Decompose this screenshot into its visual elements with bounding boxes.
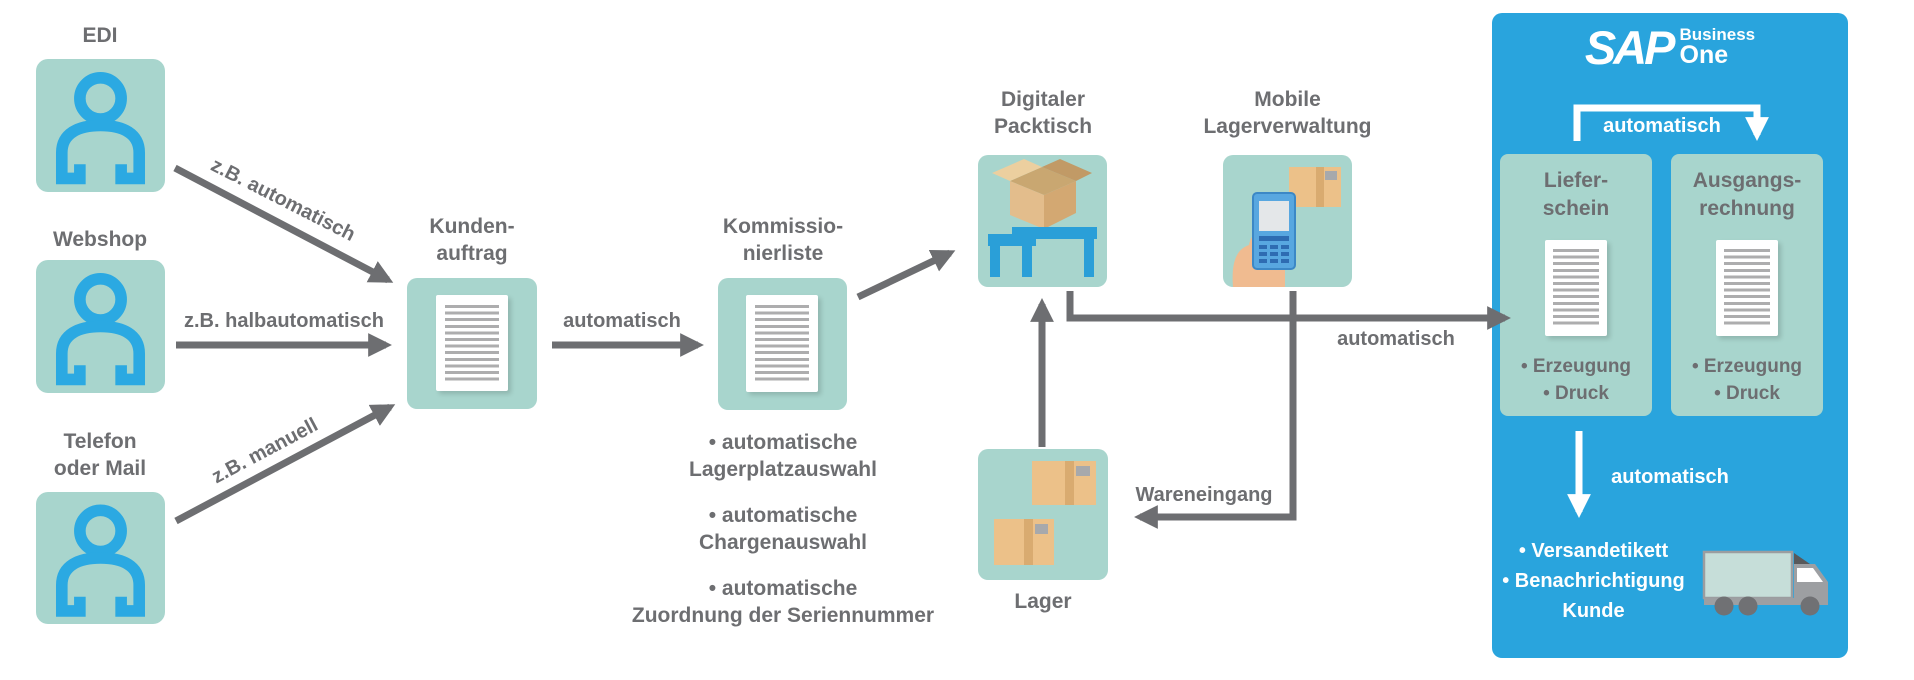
- kommissionierliste-tile: [718, 278, 847, 410]
- arrow-telefon-to-kundenauftrag: [174, 403, 396, 525]
- package-icon: [994, 519, 1054, 565]
- webshop-tile: [36, 260, 165, 393]
- document-lines: [445, 305, 499, 381]
- kundenauftrag-label: Kunden- auftrag: [429, 215, 515, 265]
- person-icon: [55, 272, 146, 386]
- document-icon: [1545, 240, 1607, 336]
- person-icon: [55, 71, 146, 185]
- arrow-label-kunden-komm: automatisch: [563, 310, 681, 332]
- document-icon: [1716, 240, 1778, 336]
- packtisch-label: Digitaler Packtisch: [993, 88, 1093, 138]
- person-icon: [55, 504, 146, 617]
- package-icon: [1289, 167, 1341, 207]
- lieferschein-bullet-erzeugung: • Erzeugung: [1520, 356, 1632, 377]
- document-lines: [1553, 249, 1599, 327]
- komm-bullet-seriennummer: • automatische Zuordnung der Seriennumme…: [631, 577, 935, 627]
- truck-icon: [1702, 550, 1828, 616]
- lieferschein-title: Liefer- schein: [1542, 169, 1610, 220]
- logo-business-text: Business: [1679, 25, 1756, 44]
- mobile-lager-tile: [1223, 155, 1352, 287]
- package-icon: [1032, 461, 1096, 505]
- kommissionierliste-label: Kommissio- nierliste: [722, 215, 844, 265]
- arrow-label-webshop: z.B. halbautomatisch: [183, 310, 385, 332]
- arrow-label-to-sap: automatisch: [1337, 328, 1455, 350]
- document-icon: [436, 295, 508, 391]
- arrow-label-edi: z.B. automatisch: [207, 154, 359, 246]
- lieferschein-bullet-druck: • Druck: [1543, 383, 1609, 404]
- warehouse-boxes-icon: [994, 461, 1096, 565]
- arrow-packtisch-to-sap: [1066, 291, 1511, 330]
- edi-label: EDI: [82, 24, 118, 47]
- lager-tile: [978, 449, 1108, 580]
- lieferschein-card: Liefer- schein • Erzeugung • Druck: [1500, 154, 1652, 416]
- document-icon: [746, 295, 818, 392]
- arrow-label-telefon: z.B. manuell: [208, 413, 322, 489]
- ausgangsrechnung-bullet-erzeugung: • Erzeugung: [1691, 356, 1803, 377]
- sap-top-arrow-label: automatisch: [1603, 115, 1721, 137]
- packing-table-icon: [988, 159, 1097, 277]
- arrow-kommissionierliste-to-packtisch: [856, 249, 956, 301]
- document-lines: [755, 305, 809, 382]
- document-lines: [1724, 249, 1770, 327]
- open-box-icon: [992, 159, 1092, 229]
- webshop-label: Webshop: [52, 228, 148, 251]
- mobile-lager-label: Mobile Lagerverwaltung: [1203, 88, 1372, 138]
- handheld-scanner-icon: [1232, 167, 1341, 287]
- ausgangsrechnung-card: Ausgangs- rechnung • Erzeugung • Druck: [1671, 154, 1823, 416]
- telefon-mail-tile: [36, 492, 165, 624]
- lager-label: Lager: [1014, 590, 1072, 613]
- komm-bullet-lagerplatz: • automatische Lagerplatzauswahl: [689, 431, 877, 481]
- komm-bullet-chargen: • automatische Chargenauswahl: [698, 504, 868, 554]
- arrow-label-wareneingang: Wareneingang: [1135, 484, 1273, 506]
- logo-one-text: One: [1679, 41, 1729, 69]
- sap-outputs: • Versandetikett • Benachrichtigung Kund…: [1502, 540, 1685, 622]
- sap-business-one-logo: SAP Business One: [1492, 21, 1848, 74]
- edi-tile: [36, 59, 165, 192]
- sap-bottom-arrow-label: automatisch: [1611, 466, 1729, 488]
- telefon-mail-label: Telefon oder Mail: [53, 430, 147, 480]
- sap-logo-text: SAP: [1584, 21, 1676, 74]
- ausgangsrechnung-title: Ausgangs- rechnung: [1692, 169, 1802, 220]
- ausgangsrechnung-bullet-druck: • Druck: [1714, 383, 1780, 404]
- kundenauftrag-tile: [407, 278, 537, 409]
- packtisch-tile: [978, 155, 1107, 287]
